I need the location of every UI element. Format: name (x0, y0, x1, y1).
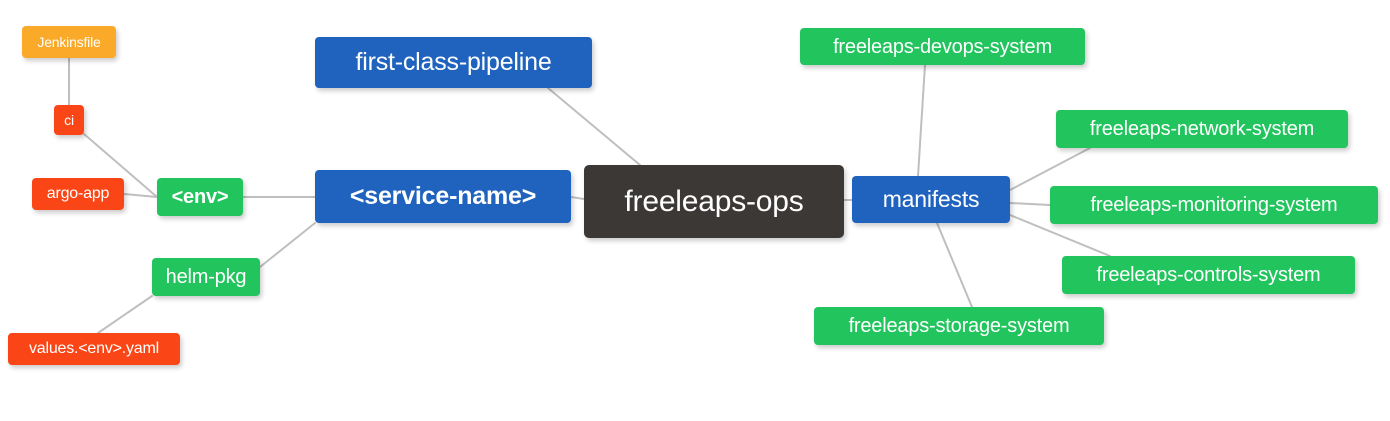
node-env-label: <env> (171, 186, 229, 208)
node-first-class-pipeline-label: first-class-pipeline (355, 48, 552, 76)
node-argo-app[interactable]: argo-app (32, 178, 124, 210)
node-freeleaps-controls-system[interactable]: freeleaps-controls-system (1062, 256, 1355, 294)
node-argo-app-label: argo-app (46, 185, 110, 202)
node-jenkinsfile-label: Jenkinsfile (37, 34, 101, 50)
node-values-yaml-label: values.<env>.yaml (28, 340, 159, 357)
node-helm-pkg-label: helm-pkg (165, 266, 247, 288)
edge-manifests-network (1009, 147, 1091, 191)
node-root-freeleaps-ops[interactable]: freeleaps-ops (584, 165, 844, 238)
node-freeleaps-storage-system[interactable]: freeleaps-storage-system (814, 307, 1104, 345)
node-helm-pkg[interactable]: helm-pkg (152, 258, 260, 296)
node-freeleaps-devops-system[interactable]: freeleaps-devops-system (800, 28, 1085, 65)
edge-manifests-storage (936, 222, 973, 308)
edge-service-root (570, 196, 585, 200)
node-manifests-label: manifests (882, 186, 980, 212)
node-jenkinsfile[interactable]: Jenkinsfile (22, 26, 116, 58)
node-freeleaps-devops-system-label: freeleaps-devops-system (833, 35, 1052, 58)
node-freeleaps-monitoring-system-label: freeleaps-monitoring-system (1090, 194, 1338, 216)
node-env[interactable]: <env> (157, 178, 243, 216)
node-root-label: freeleaps-ops (624, 184, 804, 218)
node-service-name[interactable]: <service-name> (315, 170, 571, 223)
edge-argoapp-env (123, 193, 158, 198)
node-service-name-label: <service-name> (349, 182, 537, 210)
node-values-yaml[interactable]: values.<env>.yaml (8, 333, 180, 365)
node-manifests[interactable]: manifests (852, 176, 1010, 223)
node-freeleaps-storage-system-label: freeleaps-storage-system (848, 315, 1070, 337)
edge-helm-values (97, 295, 153, 334)
node-freeleaps-network-system[interactable]: freeleaps-network-system (1056, 110, 1348, 148)
node-freeleaps-controls-system-label: freeleaps-controls-system (1096, 264, 1321, 286)
edge-manifests-monitoring (1009, 202, 1051, 206)
edge-manifests-devops (917, 64, 926, 177)
node-first-class-pipeline[interactable]: first-class-pipeline (315, 37, 592, 88)
node-freeleaps-monitoring-system[interactable]: freeleaps-monitoring-system (1050, 186, 1378, 224)
edge-service-helm (259, 222, 316, 268)
node-ci-label: ci (64, 112, 74, 128)
edge-pipeline-root (547, 87, 641, 166)
node-ci[interactable]: ci (54, 105, 84, 135)
node-freeleaps-network-system-label: freeleaps-network-system (1089, 118, 1315, 140)
